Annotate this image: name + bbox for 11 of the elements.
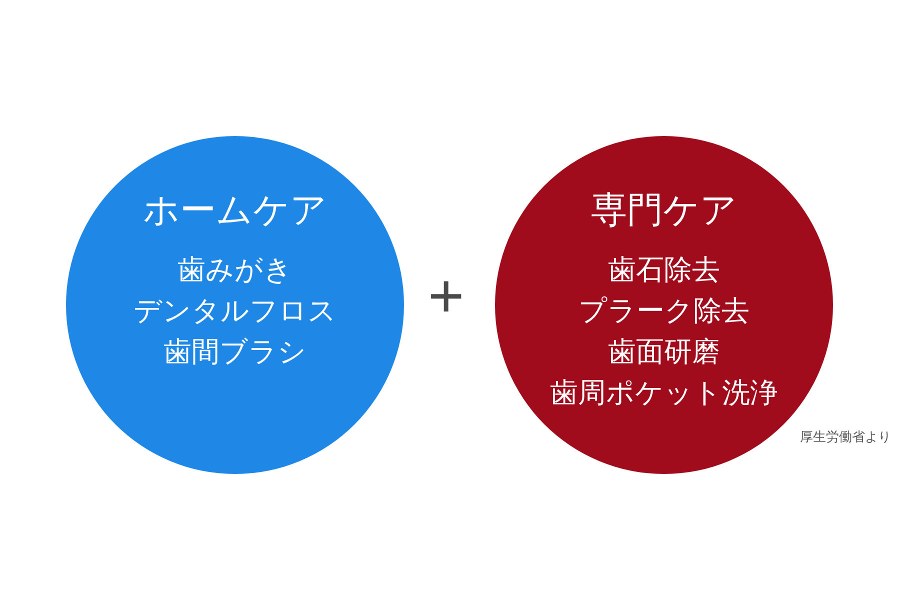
source-note: 厚生労働省より [800,429,891,447]
list-item: 歯間ブラシ [164,334,306,370]
list-item: デンタルフロス [134,293,336,329]
plus-sign: + [428,262,464,332]
list-item: 歯みがき [178,252,292,288]
circle-heading: 専門ケア [591,189,737,233]
list-item: 歯周ポケット洗浄 [550,375,778,411]
circle-heading: ホームケア [143,189,327,233]
list-item: プラーク除去 [578,293,750,329]
list-item: 歯面研磨 [608,334,720,370]
list-item: 歯石除去 [608,252,720,288]
